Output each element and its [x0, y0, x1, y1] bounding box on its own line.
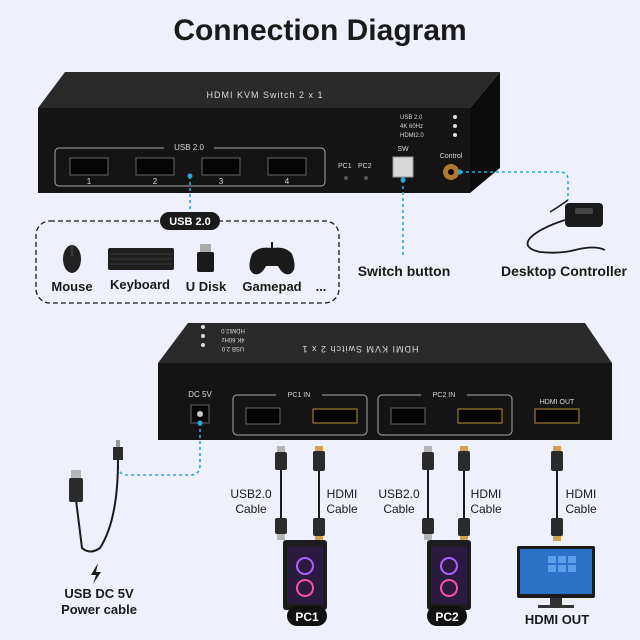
front-usb-group-label: USB 2.0 — [174, 143, 204, 152]
usb-cable-label-2: USB2.0 Cable — [378, 487, 420, 516]
pc1-hdmi-port — [312, 408, 358, 424]
port-number-2: 2 — [153, 177, 158, 186]
switch-button — [392, 156, 414, 178]
hdmi-cable-label-2: HDMI Cable — [470, 487, 502, 516]
back-kvm-device: HDMI KVM Switch 2 x 1 HDMI2.0 4K 60Hz US… — [158, 323, 612, 440]
pc1-led-label: PC1 — [338, 163, 352, 170]
u-disk-label: U Disk — [185, 279, 227, 294]
front-indicator-1: 4K 60Hz — [400, 124, 423, 130]
front-indicators: USB 2.0 4K 60Hz HDMI2.0 — [400, 115, 457, 139]
usb-port-4 — [267, 157, 307, 176]
pc1-tower-icon — [283, 540, 327, 610]
hdmi-cable-label-3: HDMI Cable — [565, 487, 597, 516]
hdmi-cable-icon — [551, 446, 563, 541]
front-usb-ports: 1 2 3 4 — [69, 157, 307, 186]
front-model-text: HDMI KVM Switch 2 x 1 — [206, 90, 323, 100]
u-disk-icon — [197, 244, 214, 272]
usb-port-2 — [135, 157, 175, 176]
lightning-icon — [91, 563, 101, 584]
usb-badge-text: USB 2.0 — [169, 216, 211, 228]
pc1-in-label: PC1 IN — [288, 392, 311, 399]
pc2-badge-text: PC2 — [435, 610, 459, 624]
back-indicators: HDMI2.0 4K 60Hz USB 2.0 — [201, 325, 245, 351]
sw-label: SW — [397, 146, 409, 153]
pc2-badge — [427, 606, 467, 626]
port-number-1: 1 — [87, 177, 92, 186]
desktop-controller-label: Desktop Controller — [500, 263, 627, 279]
pc2-in-label: PC2 IN — [433, 392, 456, 399]
usb-cable-icon — [275, 446, 287, 540]
pc2-hdmi-port — [457, 408, 503, 424]
switch-button-label: Switch button — [357, 263, 451, 279]
port-number-4: 4 — [285, 177, 290, 186]
pc1-badge — [287, 606, 327, 626]
gamepad-label: Gamepad — [242, 279, 302, 294]
pc2-usb-port — [390, 407, 426, 425]
keyboard-icon — [108, 248, 174, 270]
back-model-text: HDMI KVM Switch 2 x 1 — [301, 344, 418, 354]
hdmi-out-label: HDMI OUT — [524, 612, 590, 627]
pc2-tower-icon — [427, 540, 471, 610]
usb-cable-label-1: USB2.0 Cable — [230, 487, 272, 516]
back-indicator-2: USB 2.0 — [221, 345, 244, 351]
usb-port-1 — [69, 157, 109, 176]
dc-label: DC 5V — [188, 390, 212, 399]
back-indicator-1: 4K 60Hz — [221, 336, 244, 342]
keyboard-label: Keyboard — [110, 277, 170, 292]
usb-cable-icon — [422, 446, 434, 540]
hdmi-cable-icon — [458, 446, 470, 541]
hdmi-out-port-label: HDMI OUT — [540, 399, 575, 406]
desktop-controller-icon — [526, 199, 606, 254]
power-cable-icon — [69, 440, 123, 553]
monitor-icon — [517, 546, 595, 608]
power-cable-label: USB DC 5V Power cable — [61, 586, 137, 617]
mouse-icon — [63, 245, 81, 273]
front-kvm-device: HDMI KVM Switch 2 x 1 USB 2.0 4K 60Hz HD… — [38, 72, 500, 193]
usb-badge — [160, 212, 220, 230]
pc2-led-label: PC2 — [358, 163, 372, 170]
pc1-badge-text: PC1 — [295, 610, 319, 624]
control-label: Control — [440, 153, 463, 160]
front-indicator-2: HDMI2.0 — [400, 133, 424, 139]
more-label: ... — [315, 279, 327, 294]
front-indicator-0: USB 2.0 — [400, 115, 423, 121]
usb-port-3 — [201, 157, 241, 176]
pc1-usb-port — [245, 407, 281, 425]
back-indicator-0: HDMI2.0 — [221, 327, 245, 333]
hdmi-cable-label-1: HDMI Cable — [326, 487, 358, 516]
hdmi-out-port — [534, 408, 580, 424]
gamepad-icon — [249, 242, 295, 275]
page-title: Connection Diagram — [173, 14, 467, 47]
port-number-3: 3 — [219, 177, 224, 186]
hdmi-cable-icon — [313, 446, 325, 541]
mouse-label: Mouse — [51, 279, 93, 294]
